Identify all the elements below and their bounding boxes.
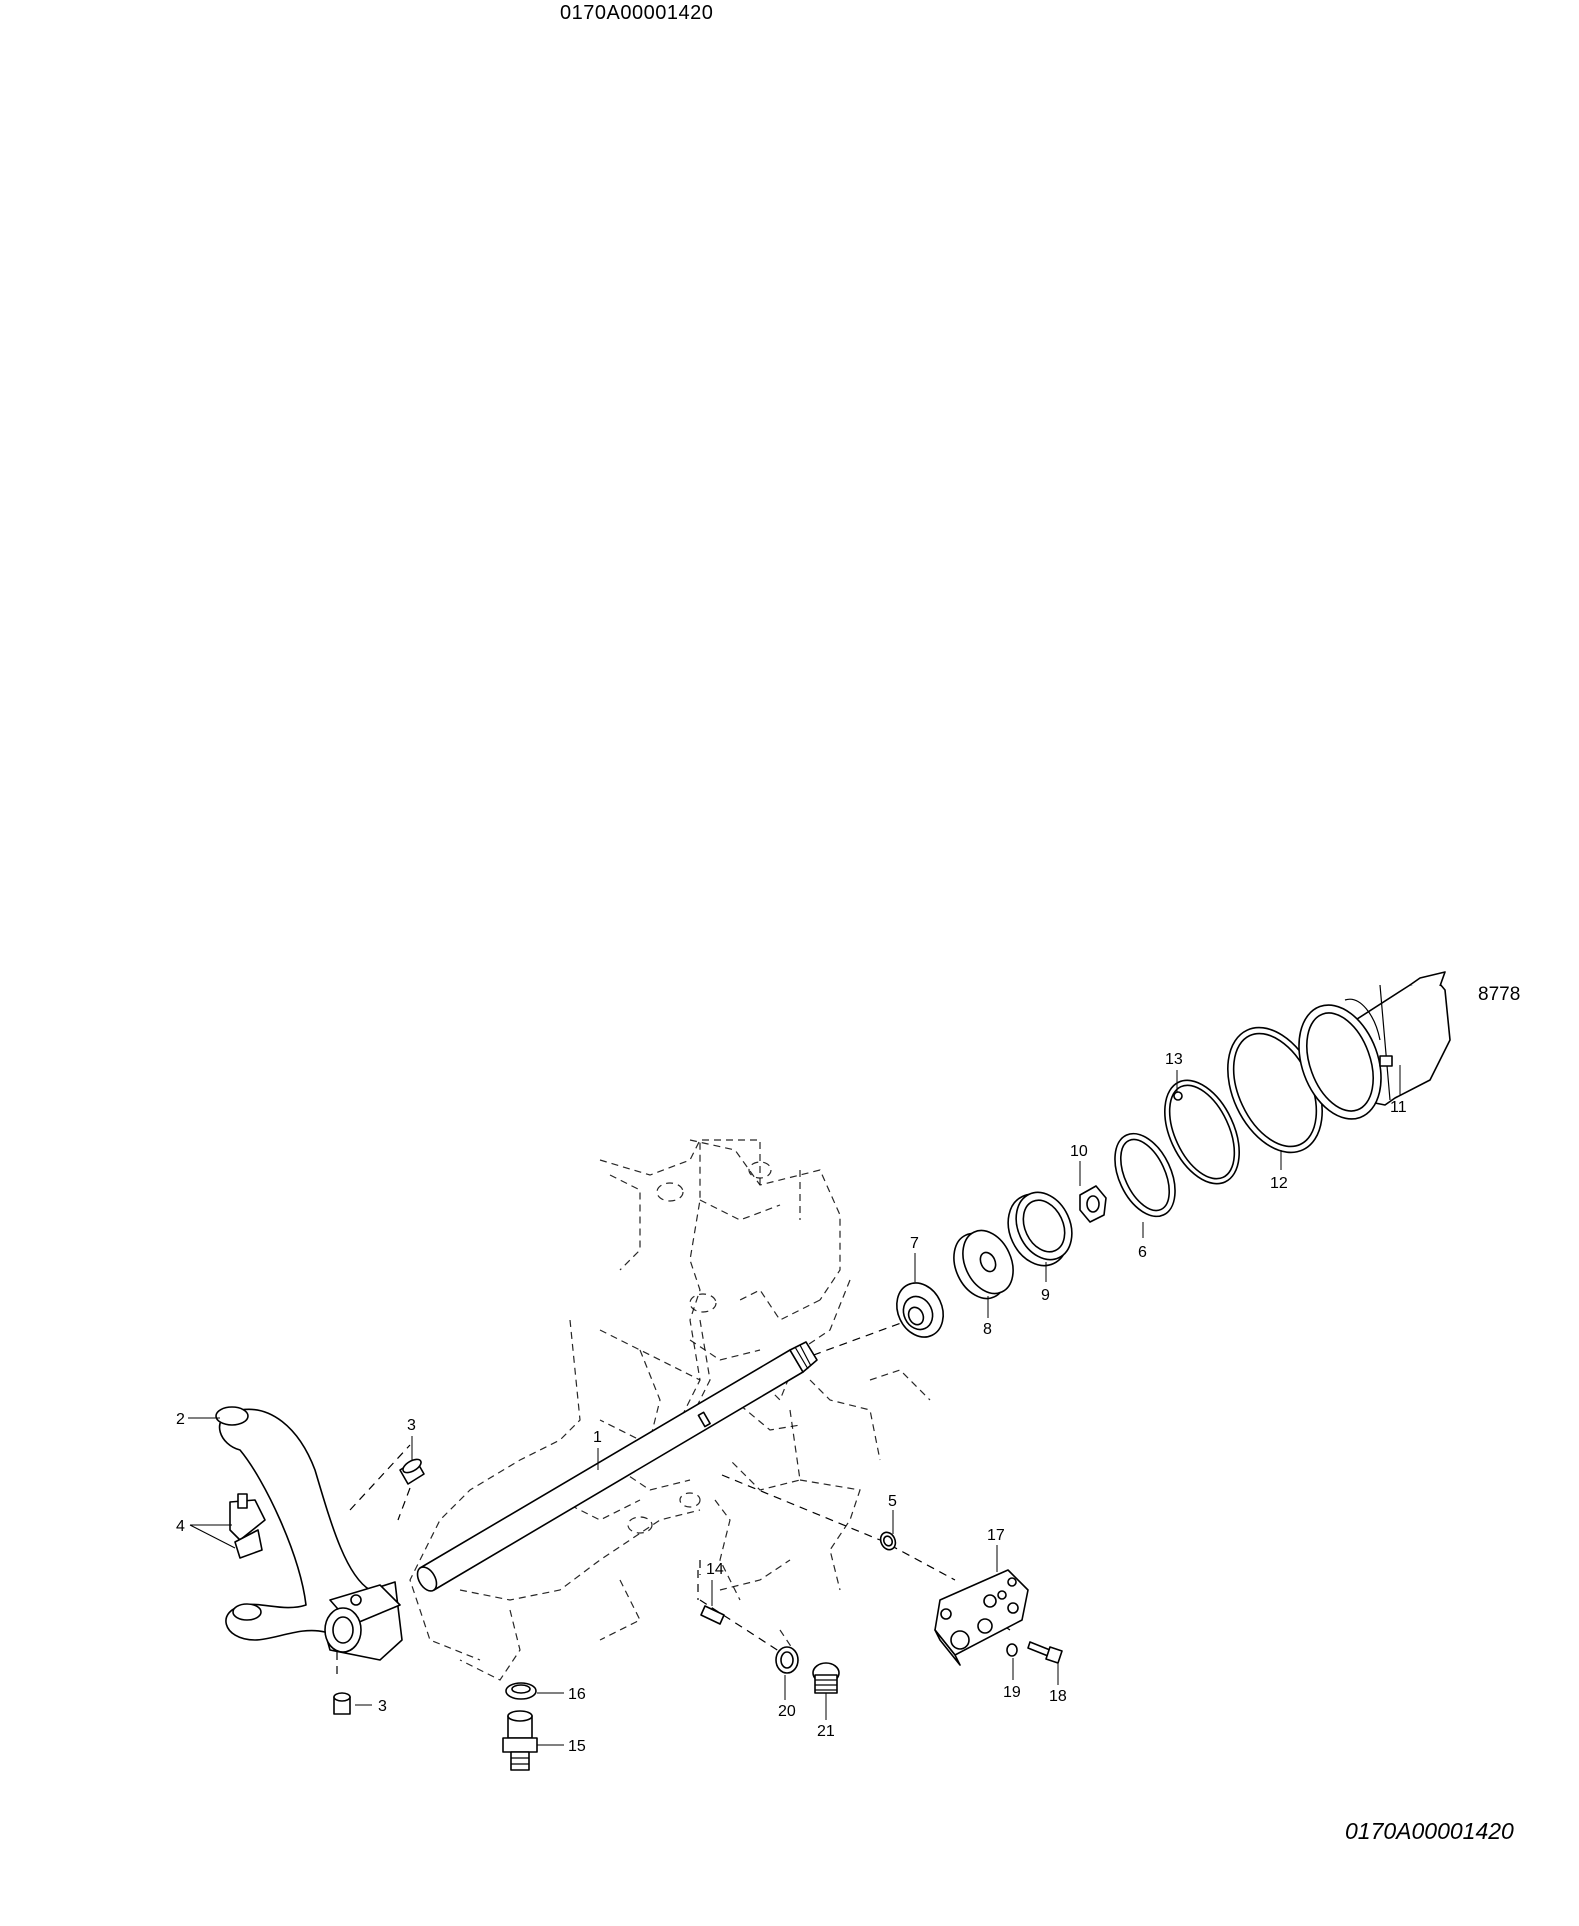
drawing-code-top: 0170A00001420 (560, 2, 714, 24)
bolt-part-18 (1027, 1641, 1063, 1664)
callout-3-lower: 3 (378, 1698, 387, 1715)
leader-lines (188, 1065, 1401, 1746)
ring-part-6 (1114, 1132, 1176, 1218)
bush-part-7 (896, 1282, 944, 1338)
pin-part-14 (700, 1605, 725, 1625)
callout-18: 18 (1049, 1688, 1067, 1705)
key-part-4 (229, 1493, 266, 1559)
callout-9: 9 (1041, 1287, 1050, 1304)
fitting-part-15 (502, 1710, 538, 1771)
callout-15: 15 (568, 1738, 586, 1755)
explosion-lines (336, 1315, 1011, 1680)
callout-5: 5 (888, 1493, 897, 1510)
plug-part-21 (812, 1662, 840, 1694)
callout-4: 4 (176, 1518, 185, 1535)
callout-12: 12 (1270, 1175, 1288, 1192)
callout-17: 17 (987, 1527, 1005, 1544)
valve-block-part-17 (934, 1569, 1029, 1666)
steering-arm-part-2 (215, 1406, 403, 1661)
oring-part-19 (1006, 1643, 1018, 1657)
callout-labels: 2 3 4 3 1 5 17 7 8 9 10 6 13 12 11 14 20… (176, 1051, 1407, 1755)
washer-part-8 (953, 1229, 1014, 1300)
drawing-code-bottom: 0170A00001420 (1345, 1818, 1514, 1844)
callout-19: 19 (1003, 1684, 1021, 1701)
callout-11: 11 (1390, 1099, 1407, 1116)
seal-part-9 (1007, 1191, 1073, 1267)
reference-code: 8778 (1478, 984, 1521, 1005)
callout-14: 14 (706, 1561, 724, 1578)
washer-part-16 (505, 1682, 537, 1700)
callout-7: 7 (910, 1235, 919, 1252)
callout-6: 6 (1138, 1244, 1147, 1261)
cylinder-part-11 (1298, 971, 1451, 1120)
callout-10: 10 (1070, 1143, 1088, 1160)
callout-8: 8 (983, 1321, 992, 1338)
callout-21: 21 (817, 1723, 835, 1740)
callout-13: 13 (1165, 1051, 1183, 1068)
oring-part-5 (879, 1531, 897, 1551)
callout-16: 16 (568, 1686, 586, 1703)
nipple-part-3-lower (333, 1692, 351, 1715)
shim-part-12 (1227, 1026, 1323, 1154)
nipple-part-3-upper (397, 1458, 425, 1521)
callout-20: 20 (778, 1703, 796, 1720)
shaft-part-1 (416, 1341, 818, 1592)
circlip-part-13 (1164, 1079, 1240, 1185)
callout-1: 1 (593, 1429, 602, 1446)
washer-part-20 (775, 1646, 799, 1674)
housing-outline (409, 1139, 931, 1681)
callout-3-upper: 3 (407, 1417, 416, 1434)
nut-part-10 (1079, 1185, 1107, 1223)
callout-2: 2 (176, 1411, 185, 1428)
